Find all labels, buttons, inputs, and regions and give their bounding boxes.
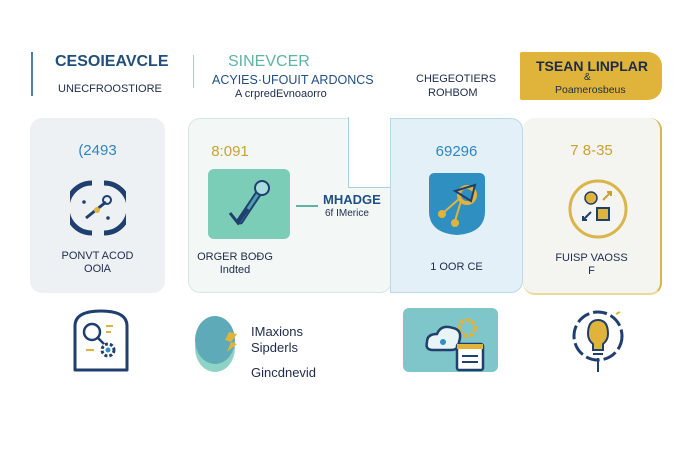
bottom-text-2: Sipderls (251, 340, 298, 355)
card-number: 8:091 (211, 143, 249, 160)
header-highlight-box: TSEAN LINPLAR & Poamerosbeus (520, 52, 662, 100)
callout-subtitle: 6f IMerice (325, 208, 369, 219)
header-divider (193, 55, 194, 88)
bottom-text-1: IMaxions (251, 324, 304, 339)
wrench-check-icon (208, 169, 290, 239)
header-amp: & (584, 72, 591, 83)
search-gear-icon (73, 309, 129, 372)
header-line-2b: A crpredEvnoaorro (235, 88, 327, 100)
header-subtitle-1: UNECFROOSTIORE (58, 83, 162, 95)
callout-title: MHADGE (323, 192, 381, 207)
gauge-icon (70, 180, 126, 236)
header-subtitle-4: Poamerosbeus (555, 84, 626, 96)
callout-line (296, 205, 318, 207)
card-label: 1 OOR CE (430, 261, 483, 273)
cloud-document-icon (403, 308, 498, 372)
blob-bolt-icon (195, 316, 237, 372)
header-line-3a: CHEGEOTIERS (416, 73, 497, 85)
header-line-3b: ROHBOM (428, 87, 478, 99)
shield-node-icon (429, 173, 485, 235)
header-title-1: CESOIEAVCLE (55, 53, 169, 70)
header-divider (31, 52, 33, 96)
card-number: 69296 (435, 143, 478, 160)
bottom-text-3: Gincdnevid (251, 365, 317, 380)
header-title-2: SINEVCER (228, 53, 310, 70)
card-number: (2493 (78, 142, 117, 159)
notch (348, 117, 391, 188)
card-3: 69296 1 OOR CE (390, 118, 523, 293)
header-line-2a: ACYIES·UFOUIT ARDONCS (212, 73, 374, 87)
card-number: 7 8-35 (570, 142, 613, 159)
header-title-4: TSEAN LINPLAR (536, 58, 648, 74)
lightbulb-gear-icon (572, 310, 624, 372)
exchange-icon (568, 179, 628, 239)
